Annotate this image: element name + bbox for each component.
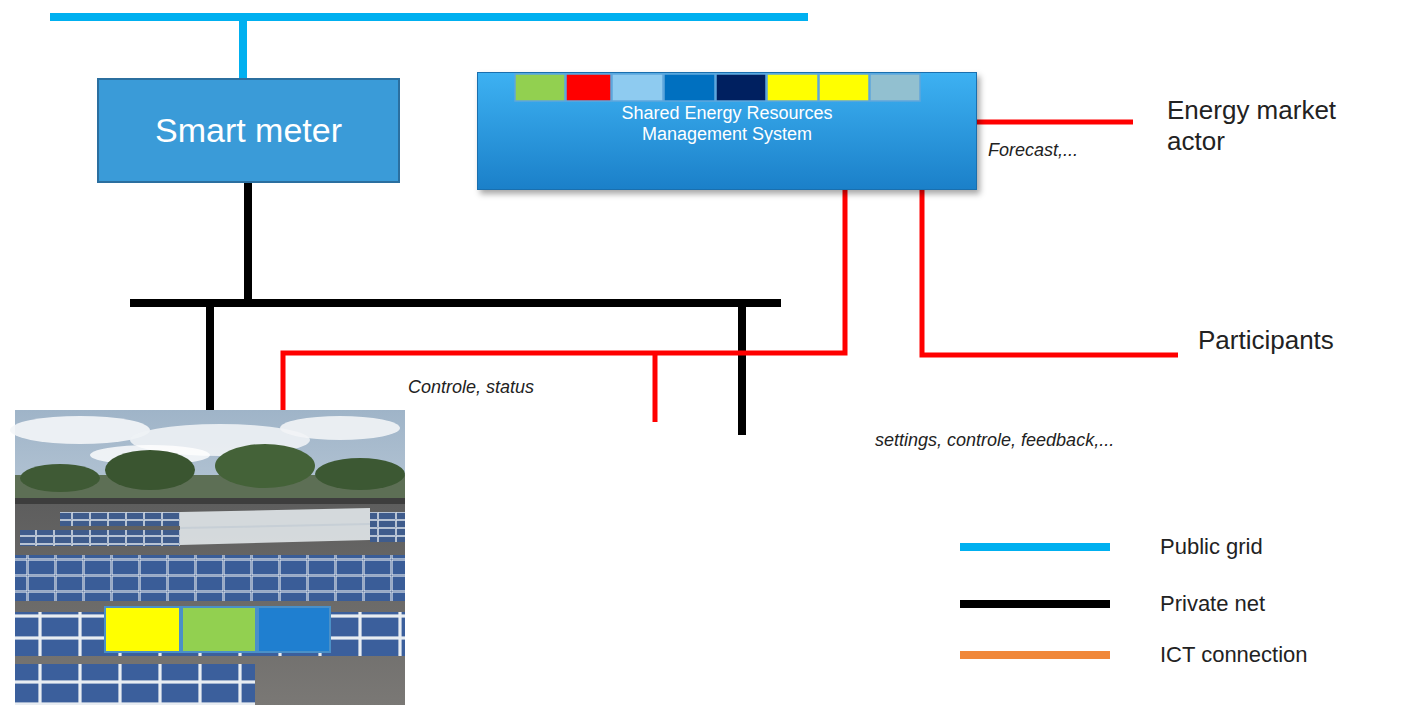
public-grid-line bbox=[50, 13, 808, 79]
ict-line bbox=[283, 190, 845, 422]
management-system-box: Shared Energy Resources Management Syste… bbox=[477, 72, 977, 190]
legend-row: ICT connection bbox=[960, 640, 1360, 670]
legend-text: ICT connection bbox=[1160, 640, 1308, 670]
smart-meter-box: Smart meter bbox=[97, 78, 400, 183]
legend-swatch bbox=[960, 651, 1110, 659]
legend-swatch bbox=[960, 600, 1110, 608]
legend-text: Public grid bbox=[1160, 532, 1263, 562]
legend-row: Private net bbox=[960, 589, 1360, 619]
node-text: Smart meter bbox=[155, 111, 342, 150]
edge-label: settings, controle, feedback,... bbox=[875, 430, 1114, 451]
private-net-line bbox=[130, 183, 781, 435]
legend-row: Public grid bbox=[960, 532, 1360, 562]
legend-text: Private net bbox=[1160, 589, 1265, 619]
node-text: Energy market actor bbox=[1167, 95, 1367, 157]
node-text: Participants bbox=[1198, 325, 1334, 355]
legend-swatch bbox=[960, 543, 1110, 551]
solar-roof-photo bbox=[10, 410, 405, 705]
participants-node: Participants bbox=[1178, 322, 1378, 362]
edge-label: Forecast,... bbox=[988, 140, 1078, 161]
ict-connector bbox=[922, 190, 1178, 355]
node-text: Shared Energy Resources Management Syste… bbox=[607, 103, 847, 145]
line-annotation: Controle, status bbox=[408, 377, 534, 398]
market-actor-node: Energy market actor bbox=[1133, 95, 1373, 161]
ict-connector bbox=[977, 120, 1133, 125]
